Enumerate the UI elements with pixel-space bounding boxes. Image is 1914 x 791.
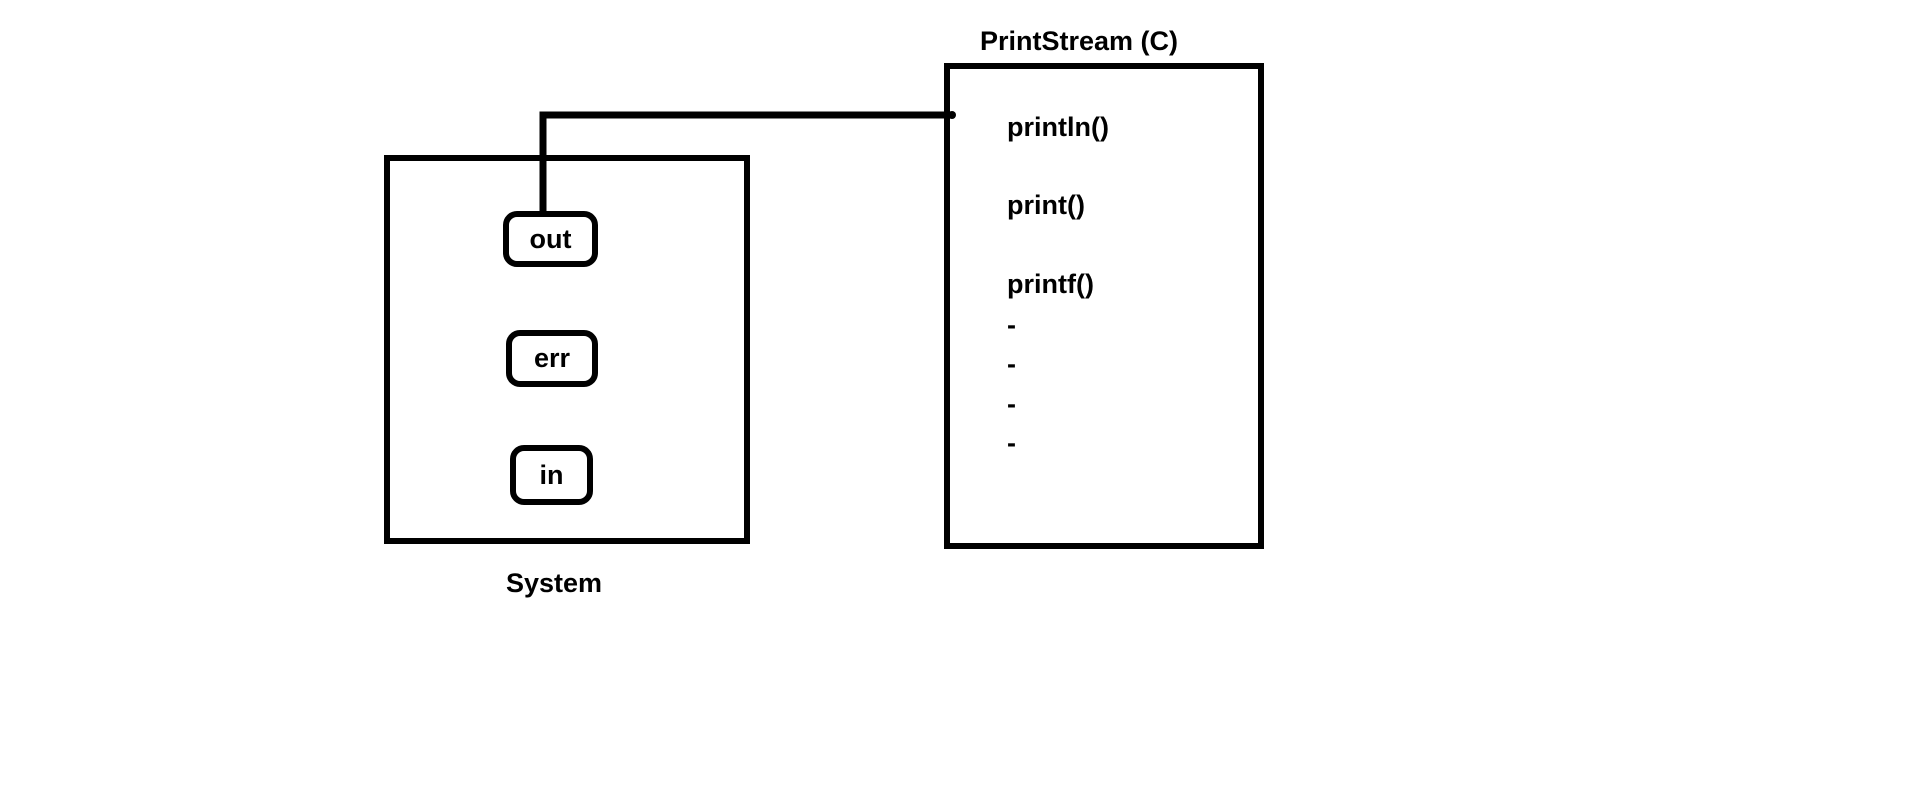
- in-field-box: in: [510, 445, 593, 505]
- out-field-box: out: [503, 211, 598, 267]
- method-printf: printf(): [1007, 269, 1094, 299]
- method-ellipsis-2: -: [1007, 349, 1016, 379]
- err-field-box: err: [506, 330, 598, 387]
- printstream-class-box: [944, 63, 1264, 549]
- method-ellipsis-3: -: [1007, 389, 1016, 419]
- method-println: println(): [1007, 112, 1109, 142]
- method-print: print(): [1007, 190, 1085, 220]
- method-ellipsis-4: -: [1007, 428, 1016, 458]
- err-field-label: err: [533, 343, 571, 373]
- method-ellipsis-1: -: [1007, 310, 1016, 340]
- in-field-label: in: [539, 459, 564, 490]
- out-field-label: out: [529, 223, 572, 254]
- printstream-class-label: PrintStream (C): [980, 26, 1179, 56]
- system-class-label: System: [506, 568, 603, 598]
